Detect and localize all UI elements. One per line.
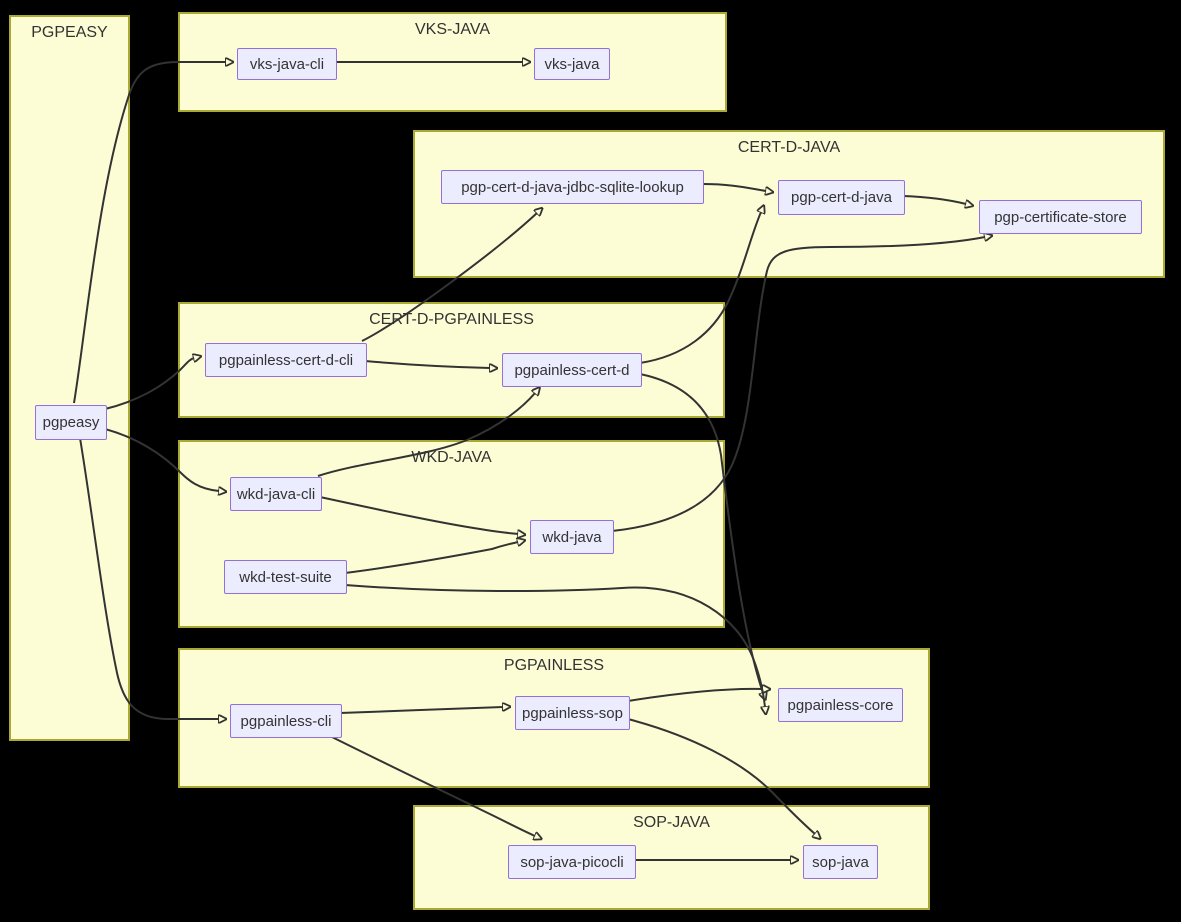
node-wkd-java-label: wkd-java <box>542 528 602 546</box>
cluster-cert-d-pgpainless-title: CERT-D-PGPAINLESS <box>369 311 534 328</box>
edge-pgpeasy-to-pgpainless-cli <box>79 437 219 719</box>
node-pgpeasy: pgpeasy <box>35 405 107 440</box>
edge-pgp-cert-d-java-to-pgp-certificate-store <box>902 195 966 204</box>
edge-pgpainless-cert-d-to-pgp-cert-d-java <box>639 212 761 364</box>
node-vks-java-cli-label: vks-java-cli <box>249 55 325 73</box>
node-pgpainless-core-label: pgpainless-core <box>787 696 894 714</box>
node-pgpainless-cert-d-label: pgpainless-cert-d <box>514 361 630 379</box>
node-pgp-cert-d-java-jdbc-sqlite-lookup-label: pgp-cert-d-java-jdbc-sqlite-lookup <box>461 178 684 196</box>
node-sop-java-picocli: sop-java-picocli <box>508 845 636 879</box>
node-pgp-cert-d-java: pgp-cert-d-java <box>778 180 905 215</box>
node-pgpeasy-label: pgpeasy <box>42 414 100 431</box>
node-sop-java-picocli-label: sop-java-picocli <box>520 853 624 871</box>
edge-wkd-java-cli-to-wkd-java <box>319 496 518 534</box>
node-wkd-java-cli-label: wkd-java-cli <box>236 485 316 503</box>
node-pgp-certificate-store-label: pgp-certificate-store <box>994 208 1127 226</box>
node-sop-java-label: sop-java <box>812 853 869 871</box>
edge-pgpeasy-to-vks-java-cli <box>73 62 226 404</box>
cluster-sop-java-title: SOP-JAVA <box>633 814 710 831</box>
edge-wkd-test-suite-to-pgpainless-core <box>344 584 765 707</box>
node-pgpainless-cert-d-cli: pgpainless-cert-d-cli <box>205 343 367 377</box>
cluster-sop-java: SOP-JAVA sop-java-picocli sop-java <box>413 805 930 910</box>
node-vks-java-cli: vks-java-cli <box>237 48 337 80</box>
edge-pgpainless-cert-d-cli-to-pgp-cert-d-java-jdbc-sqlite-lookup <box>361 213 537 342</box>
node-pgp-cert-d-java-label: pgp-cert-d-java <box>791 189 892 206</box>
node-pgpainless-sop: pgpainless-sop <box>515 696 630 730</box>
edge-pgpeasy-to-pgpainless-cert-d-cli <box>104 358 194 410</box>
edge-pgpainless-cli-to-sop-java-picocli <box>329 735 535 836</box>
node-wkd-java: wkd-java <box>530 520 614 554</box>
cluster-pgpainless: PGPAINLESS pgpainless-cli pgpainless-sop… <box>178 648 930 788</box>
node-wkd-test-suite: wkd-test-suite <box>224 560 347 594</box>
cluster-vks-java-title: VKS-JAVA <box>415 21 490 38</box>
node-pgpainless-cli: pgpainless-cli <box>230 704 342 738</box>
cluster-pgpeasy-title: PGPEASY <box>31 24 108 41</box>
cluster-wkd-java: WKD-JAVA wkd-java-cli wkd-java wkd-test-… <box>178 440 725 628</box>
cluster-cert-d-pgpainless: CERT-D-PGPAINLESS pgpainless-cert-d-cli … <box>178 302 725 418</box>
edge-pgpainless-sop-to-pgpainless-core <box>627 689 763 702</box>
cluster-wkd-java-title: WKD-JAVA <box>411 449 492 466</box>
node-pgpainless-cli-label: pgpainless-cli <box>240 712 332 730</box>
node-pgpainless-cert-d: pgpainless-cert-d <box>502 353 642 387</box>
node-wkd-java-cli: wkd-java-cli <box>230 477 322 511</box>
node-pgpainless-core: pgpainless-core <box>778 688 903 722</box>
node-pgpainless-cert-d-cli-label: pgpainless-cert-d-cli <box>218 351 354 369</box>
node-wkd-test-suite-label: wkd-test-suite <box>239 568 332 586</box>
edge-wkd-java-cli-to-pgpainless-cert-d <box>317 393 535 477</box>
cluster-pgpeasy: PGPEASY pgpeasy <box>9 15 130 741</box>
cluster-pgpainless-title: PGPAINLESS <box>503 657 605 674</box>
node-vks-java: vks-java <box>534 48 610 80</box>
cluster-cert-d-java-title: CERT-D-JAVA <box>737 139 841 156</box>
cluster-cert-d-java: CERT-D-JAVA pgp-cert-d-java-jdbc-sqlite-… <box>413 130 1165 278</box>
node-vks-java-label: vks-java <box>544 55 600 73</box>
edge-pgp-cert-d-java-jdbc-sqlite-lookup-to-pgp-cert-d-java <box>701 183 766 191</box>
edge-wkd-test-suite-to-wkd-java <box>344 542 518 574</box>
edge-pgpainless-cert-d-to-pgpainless-core <box>639 373 763 693</box>
edge-pgpainless-cert-d-cli-to-pgpainless-cert-d <box>364 360 490 368</box>
node-pgp-certificate-store: pgp-certificate-store <box>979 200 1142 234</box>
node-sop-java: sop-java <box>803 845 878 879</box>
edge-pgpainless-sop-to-sop-java <box>627 718 815 834</box>
node-pgp-cert-d-java-jdbc-sqlite-lookup: pgp-cert-d-java-jdbc-sqlite-lookup <box>441 170 704 204</box>
edge-pgpeasy-to-wkd-java-cli <box>104 428 219 491</box>
edge-pgpainless-cli-to-pgpainless-sop <box>339 707 503 714</box>
node-pgpainless-sop-label: pgpainless-sop <box>522 704 623 722</box>
edge-wkd-java-to-pgp-certificate-store <box>611 237 985 532</box>
